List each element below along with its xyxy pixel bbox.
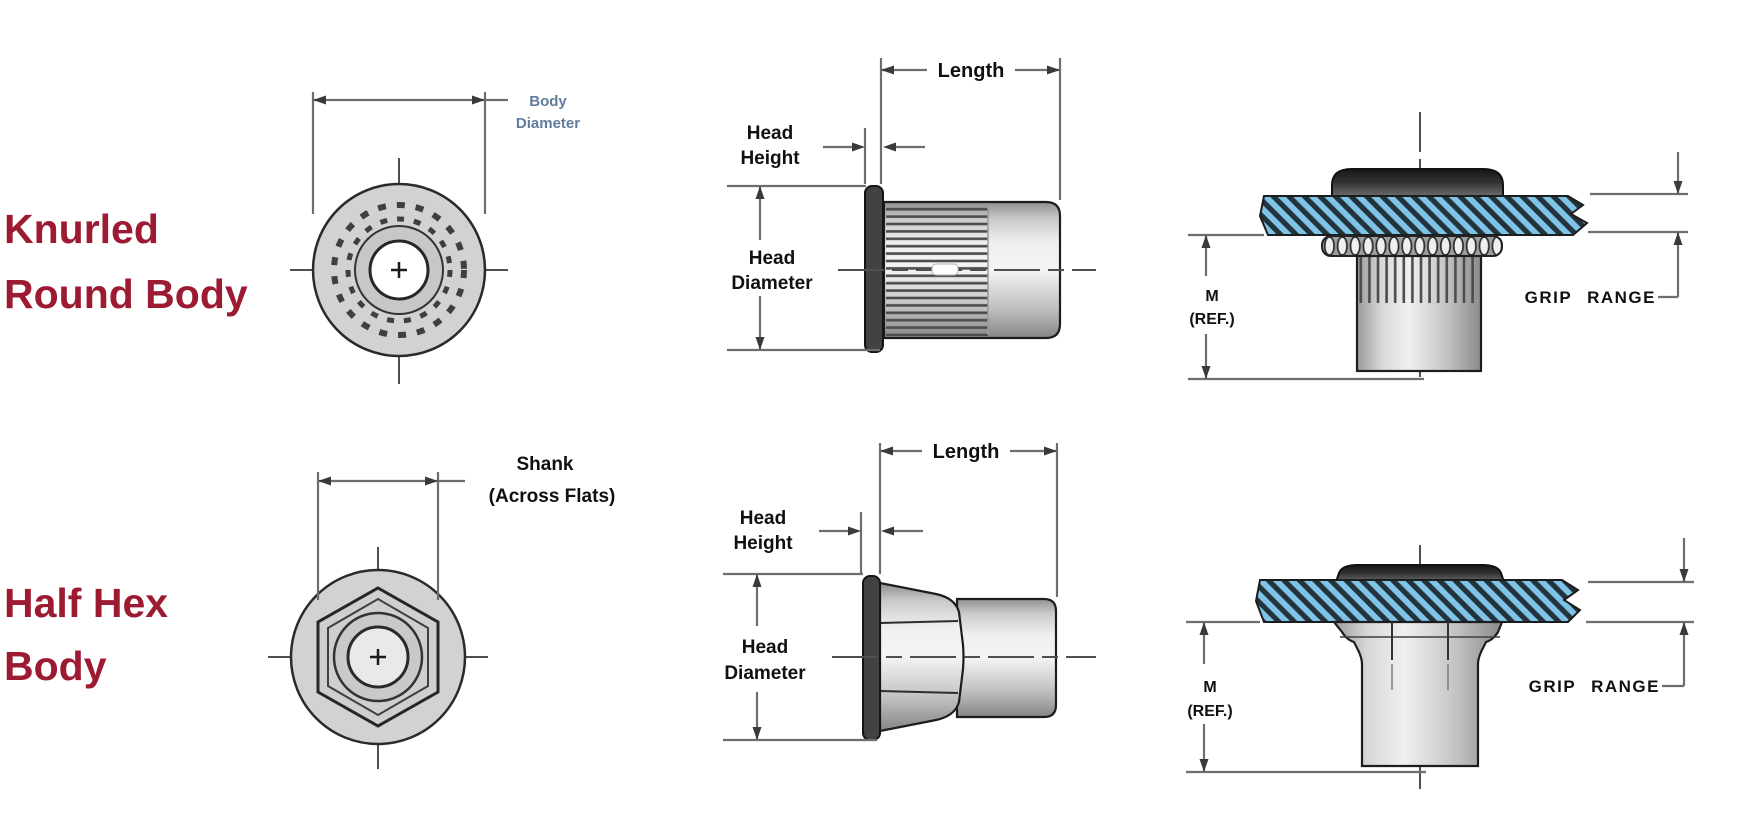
arrowhead-right (472, 95, 485, 105)
knurl-texture (1359, 257, 1479, 303)
row-title-line2: Body (4, 643, 107, 689)
row-half-hex: Half Hex Body Shank (Across Flats) (4, 441, 1694, 792)
knurled-side-view: Length Head Height Head Diameter (727, 58, 1096, 353)
arrowhead-up (1673, 232, 1683, 245)
row-title-line1: Knurled (4, 206, 159, 252)
arrowhead-up (755, 186, 765, 199)
arrowhead-left (880, 446, 893, 456)
hex-head-top (1334, 564, 1506, 583)
head-height-label-line2: Height (740, 148, 800, 169)
centerline-break (931, 263, 959, 276)
arrowhead-down (1199, 759, 1209, 772)
head-height-label-line2: Height (733, 533, 793, 554)
knurl-ring-outer (331, 202, 467, 338)
hex-flat-line-bottom (879, 690, 959, 694)
hex-side-view: Length Head Height Head Diameter (723, 441, 1096, 742)
arrowhead-left (881, 526, 894, 536)
head-height-label-line1: Head (740, 508, 786, 529)
m-ref-label-line2: (REF.) (1187, 703, 1232, 720)
workpiece-plate (1258, 195, 1589, 236)
head-diameter-label-line2: Diameter (731, 273, 813, 294)
arrowhead-down (755, 337, 765, 350)
arrowhead-left (313, 95, 326, 105)
collapsed-knurl-bulge (1321, 235, 1503, 257)
arrowhead-right (852, 142, 865, 152)
arrowhead-up (1199, 622, 1209, 635)
grip-range-label: GRIP RANGE (1525, 288, 1656, 307)
arrowhead-down (1673, 181, 1683, 194)
m-ref-label-line1: M (1205, 288, 1218, 305)
head-diameter-label-line1: Head (749, 248, 795, 269)
arrowhead-right (425, 476, 438, 486)
head-diameter-label-line1: Head (742, 637, 788, 658)
arrowhead-down (752, 727, 762, 740)
arrowhead-left (881, 65, 894, 75)
body-diameter-label-line2: Diameter (516, 115, 580, 132)
hex-flat-line-top (879, 620, 959, 624)
workpiece-plate (1254, 579, 1582, 623)
m-ref-label-line1: M (1203, 679, 1216, 696)
arrowhead-up (1679, 622, 1689, 635)
flange-head-top (1331, 168, 1504, 197)
shank-label-line2: (Across Flats) (489, 486, 616, 507)
knurled-front-view: Body Diameter (290, 92, 580, 384)
row-knurled: Knurled Round Body Body Diameter (4, 58, 1688, 384)
hex-front-view: Shank (Across Flats) (268, 454, 615, 769)
arrowhead-left (318, 476, 331, 486)
hex-installed-view: M (REF.) GRIP RANGE (1186, 538, 1694, 792)
arrowhead-down (1679, 569, 1689, 582)
knurl-ring-inner (345, 216, 453, 324)
m-ref-label-line2: (REF.) (1189, 311, 1234, 328)
arrowhead-right (1047, 65, 1060, 75)
head-height-label-line1: Head (747, 123, 793, 144)
arrowhead-right (1044, 446, 1057, 456)
deformed-hex-collar-and-body (1331, 620, 1504, 768)
row-title-line1: Half Hex (4, 580, 168, 626)
head-diameter-label-line2: Diameter (724, 663, 806, 684)
length-label: Length (933, 441, 1000, 463)
arrowhead-right (848, 526, 861, 536)
arrowhead-left (883, 142, 896, 152)
arrowhead-up (752, 574, 762, 587)
row-title-line2: Round Body (4, 271, 248, 317)
length-label: Length (938, 60, 1005, 82)
knurled-installed-view: M (REF.) GRIP RANGE (1188, 112, 1688, 384)
grip-range-label: GRIP RANGE (1529, 677, 1660, 696)
arrowhead-down (1201, 366, 1211, 379)
arrowhead-up (1201, 235, 1211, 248)
hex-outline-inner (327, 597, 429, 717)
shank-label-line1: Shank (516, 454, 573, 475)
body-diameter-label-line1: Body (529, 93, 567, 110)
